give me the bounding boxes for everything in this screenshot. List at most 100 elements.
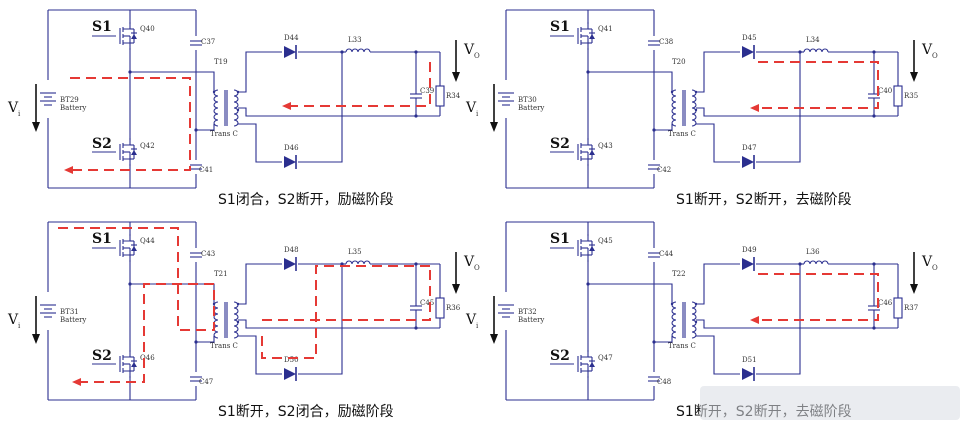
diode-bottom-icon [741,366,755,382]
diode-top-icon [741,44,755,60]
vo-label: V [921,42,933,58]
diode-bottom-label: D47 [742,144,757,152]
battery-icon [39,304,57,318]
current-arrowhead [750,316,759,324]
junction-dot [128,70,132,74]
transformer-label: T20 [672,58,686,66]
junction-dot [872,262,876,266]
battery-sub-label: Battery [60,104,86,112]
junction-dot [414,114,418,118]
resistor-label: R35 [904,92,918,100]
current-path [750,273,879,324]
battery-label: BT29 [60,96,79,104]
inductor-label: L36 [806,248,820,256]
transformer-label: T21 [214,270,228,278]
output-cap-label: C40 [878,87,892,95]
transformer-type-label: Trans C [668,130,696,138]
load-resistor-icon [435,85,445,107]
s2-label: S2 [92,136,112,152]
vo-label: V [463,254,475,270]
c-top-label: C37 [201,38,215,46]
battery-label: BT31 [60,308,79,316]
inductor-icon [803,48,829,53]
mosfet-s2-icon [577,137,596,167]
current-arrowhead [282,102,291,110]
inductor-label: L34 [806,36,820,44]
vo-label: V [921,254,933,270]
diode-bottom-label: D51 [742,356,757,364]
transformer-type-label: Trans C [210,130,238,138]
junction-dot [872,326,876,330]
inductor-label: L35 [348,248,362,256]
junction-dot [586,282,590,286]
q-bottom-label: Q47 [598,354,613,362]
current-path [64,62,431,174]
diode-top-label: D48 [284,246,299,254]
vi-arrowhead-icon [32,122,40,132]
watermark-overlay [700,386,960,420]
battery-label: BT32 [518,308,537,316]
vi-subscript: i [18,322,21,330]
battery-icon [39,92,57,106]
mosfet-s2-icon [577,349,596,379]
vi-arrowhead-icon [490,334,498,344]
s1-label: S1 [92,19,112,35]
battery-sub-label: Battery [518,104,544,112]
vo-arrowhead-icon [452,284,460,294]
inductor-icon [803,260,829,265]
q-top-label: Q40 [140,25,155,33]
vo-arrowhead-icon [452,72,460,82]
vi-label: V [465,312,477,328]
battery-sub-label: Battery [60,316,86,324]
transformer-icon [670,301,698,339]
c-bottom-label: C48 [657,378,671,386]
mosfet-s1-icon [119,21,138,51]
junction-dot [414,50,418,54]
c-bottom-label: C42 [657,166,671,174]
circuit-wires [47,9,441,189]
diode-top-label: D45 [742,34,757,42]
vi-label: V [7,100,19,116]
mosfet-s1-icon [119,233,138,263]
junction-dot [414,326,418,330]
junction-dot [872,50,876,54]
mosfet-s1-icon [577,233,596,263]
junction-dot [194,340,198,344]
s1-label: S1 [550,19,570,35]
diode-top-label: D44 [284,34,299,42]
vo-subscript: O [474,52,480,60]
output-cap-label: C39 [420,87,434,95]
load-resistor-icon [893,297,903,319]
c-top-label: C43 [201,250,215,258]
c-bottom-label: C47 [199,378,213,386]
resistor-label: R36 [446,304,461,312]
vi-label: V [7,312,19,328]
diode-bottom-label: D46 [284,144,299,152]
transformer-label: T22 [672,270,686,278]
current-arrowhead [72,378,81,386]
q-bottom-label: Q43 [598,142,613,150]
diode-bottom-label: D50 [284,356,299,364]
vi-label: V [465,100,477,116]
s2-label: S2 [550,348,570,364]
vo-arrowhead-icon [910,72,918,82]
junction-dot [798,50,802,54]
inductor-label: L33 [348,36,362,44]
vi-subscript: i [476,322,479,330]
junction-dot [586,70,590,74]
q-top-label: Q41 [598,25,613,33]
current-path [750,61,879,112]
vo-subscript: O [932,52,938,60]
junction-dot [340,50,344,54]
mosfet-s1-icon [577,21,596,51]
s2-label: S2 [550,136,570,152]
load-resistor-icon [435,297,445,319]
inductor-icon [345,260,371,265]
diode-bottom-icon [741,154,755,170]
